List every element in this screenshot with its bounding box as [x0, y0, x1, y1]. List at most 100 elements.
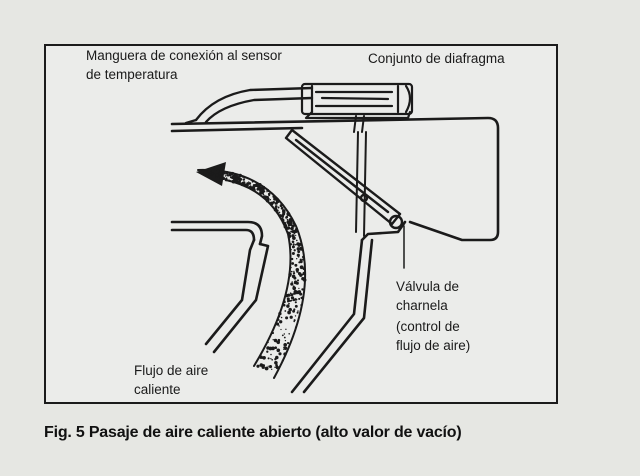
stipple-dot [286, 341, 290, 345]
stipple-dot [287, 234, 292, 239]
stipple-dot [222, 176, 225, 179]
stipple-dot [292, 272, 296, 275]
stipple-dot [242, 181, 246, 184]
stipple-dot [295, 281, 299, 285]
stipple-dot [256, 364, 260, 368]
stipple-dot [267, 190, 270, 192]
stipple-dot [293, 320, 296, 323]
stipple-dot [301, 248, 304, 251]
stipple-dot [225, 171, 229, 175]
stipple-dot [285, 294, 289, 298]
stipple-dot [300, 296, 303, 299]
stipple-dot [292, 309, 296, 313]
stipple-dot [273, 338, 278, 343]
stipple-dot [273, 376, 275, 378]
stipple-dot [296, 258, 298, 260]
stipple-dot [293, 229, 298, 234]
stipple-dot [287, 282, 290, 285]
stipple-dot [272, 339, 274, 341]
stipple-dot [209, 173, 212, 176]
stipple-dot [296, 311, 299, 314]
label-valve-line3: (control de [396, 319, 460, 334]
label-flow-line1: Flujo de aire [134, 363, 209, 378]
stipple-dot [277, 318, 280, 321]
stipple-dot [217, 172, 221, 175]
stipple-dot [224, 178, 227, 181]
stipple-dot [294, 243, 297, 246]
stipple-dot [297, 310, 299, 312]
label-diaphragm: Conjunto de diafragma [368, 51, 505, 66]
stipple-dot [300, 304, 302, 306]
stipple-dot [288, 307, 292, 312]
stipple-dot [261, 191, 265, 195]
stipple-dot [289, 299, 292, 302]
stipple-dot [288, 333, 290, 335]
stipple-dot [282, 304, 284, 306]
stipple-dot [288, 232, 292, 235]
stipple-dot [293, 232, 296, 235]
stipple-dot [290, 226, 294, 229]
label-valve-line1: Válvula de [396, 279, 460, 294]
stipple-dot [248, 181, 250, 183]
stipple-dot [280, 206, 284, 210]
stipple-dot [295, 267, 300, 272]
stipple-dot [261, 357, 263, 359]
stipple-dot [271, 368, 273, 370]
stipple-dot [281, 359, 284, 362]
stipple-dot [293, 249, 296, 252]
label-flow-line2: caliente [134, 382, 181, 397]
stipple-dot [283, 221, 287, 225]
stipple-dot [283, 342, 288, 347]
stipple-dot [301, 255, 304, 259]
stipple-dot [281, 334, 284, 337]
stipple-dot [278, 312, 282, 316]
stipple-dot [274, 198, 277, 201]
stipple-dot [267, 341, 269, 344]
actuator-rod [353, 115, 367, 237]
stipple-dot [286, 218, 289, 221]
stipple-dot [222, 176, 226, 181]
stipple-dot [267, 365, 269, 367]
label-valve-line2: charnela [396, 298, 448, 313]
stipple-dot [259, 193, 261, 195]
stipple-dot [284, 301, 286, 303]
stipple-dot [274, 205, 278, 208]
stipple-dot [235, 177, 239, 181]
stipple-dot [280, 316, 283, 319]
stipple-dot [289, 275, 292, 277]
stipple-dot [293, 289, 298, 294]
stipple-dot [288, 272, 292, 277]
stipple-dot [248, 182, 252, 185]
stipple-dot [291, 262, 295, 265]
duct-wall [170, 116, 500, 394]
stipple-dot [258, 183, 262, 187]
stipple-dot [294, 263, 298, 267]
stipple-dot [294, 315, 297, 317]
stipple-dot [285, 316, 289, 320]
stipple-dot [296, 253, 300, 257]
stipple-dot [290, 248, 292, 251]
heat-stove-passage [170, 220, 270, 354]
stipple-dot [288, 220, 293, 224]
label-valve-line4: flujo de aire) [396, 338, 471, 353]
stipple-dot [283, 352, 287, 356]
stipple-dot [251, 180, 254, 183]
stipple-dot [287, 300, 289, 303]
stipple-dot [299, 273, 303, 277]
stipple-dot [219, 170, 224, 174]
stipple-dot [242, 178, 246, 181]
stipple-dot [262, 193, 265, 196]
stipple-dot [265, 198, 270, 203]
stipple-dot [283, 346, 286, 349]
stipple-dot [228, 179, 231, 182]
stipple-dot [231, 175, 236, 179]
stipple-dot [290, 266, 292, 269]
stipple-dot [299, 292, 303, 296]
stipple-dot [251, 186, 254, 189]
stipple-dot [240, 178, 243, 181]
stipple-dot [266, 191, 268, 193]
stipple-dot [237, 180, 241, 184]
diaphragm-assembly [300, 82, 414, 120]
stipple-dot [298, 287, 300, 290]
stipple-dot [274, 366, 276, 368]
